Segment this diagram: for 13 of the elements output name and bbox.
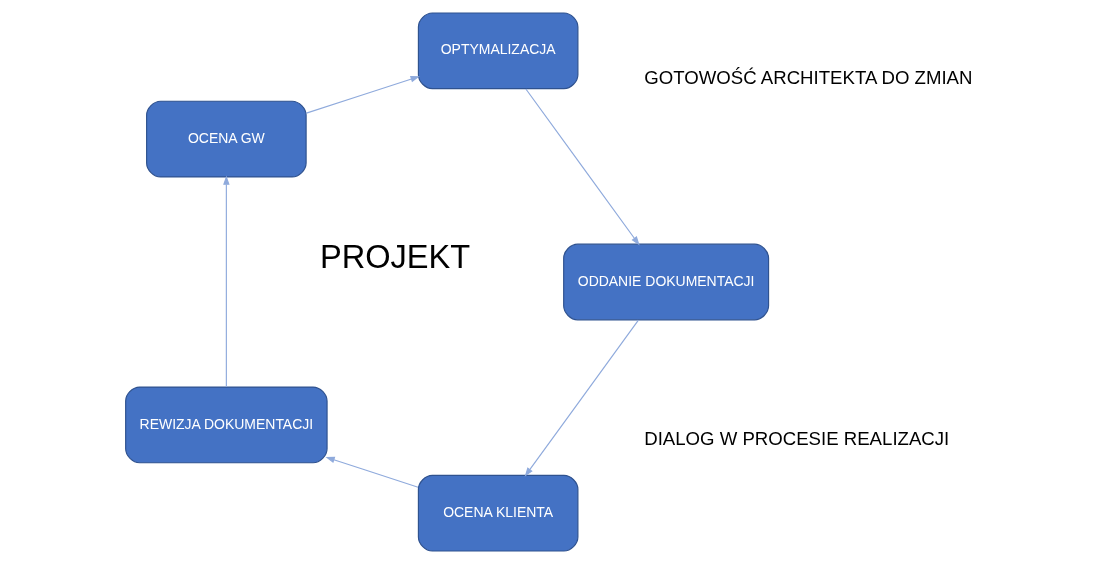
arrow: [324, 456, 419, 488]
label: DIALOG W PROCESIE REALIZACJI: [643, 427, 949, 449]
node-box: OPTYMALIZACJA: [417, 12, 578, 90]
node-box: OCENA GW: [145, 100, 307, 178]
label: GOTOWOŚĆ ARCHITEKTA DO ZMIAN: [643, 66, 972, 88]
arrow: [305, 76, 420, 114]
arrow: [524, 88, 640, 246]
label: PROJEKT: [319, 237, 470, 275]
arrow: [222, 175, 230, 388]
arrow: [524, 319, 639, 477]
node-box: REWIZJA DOKUMENTACJI: [124, 386, 328, 464]
node-box: OCENA KLIENTA: [417, 474, 578, 552]
node-box: ODDANIE DOKUMENTACJI: [562, 243, 769, 321]
